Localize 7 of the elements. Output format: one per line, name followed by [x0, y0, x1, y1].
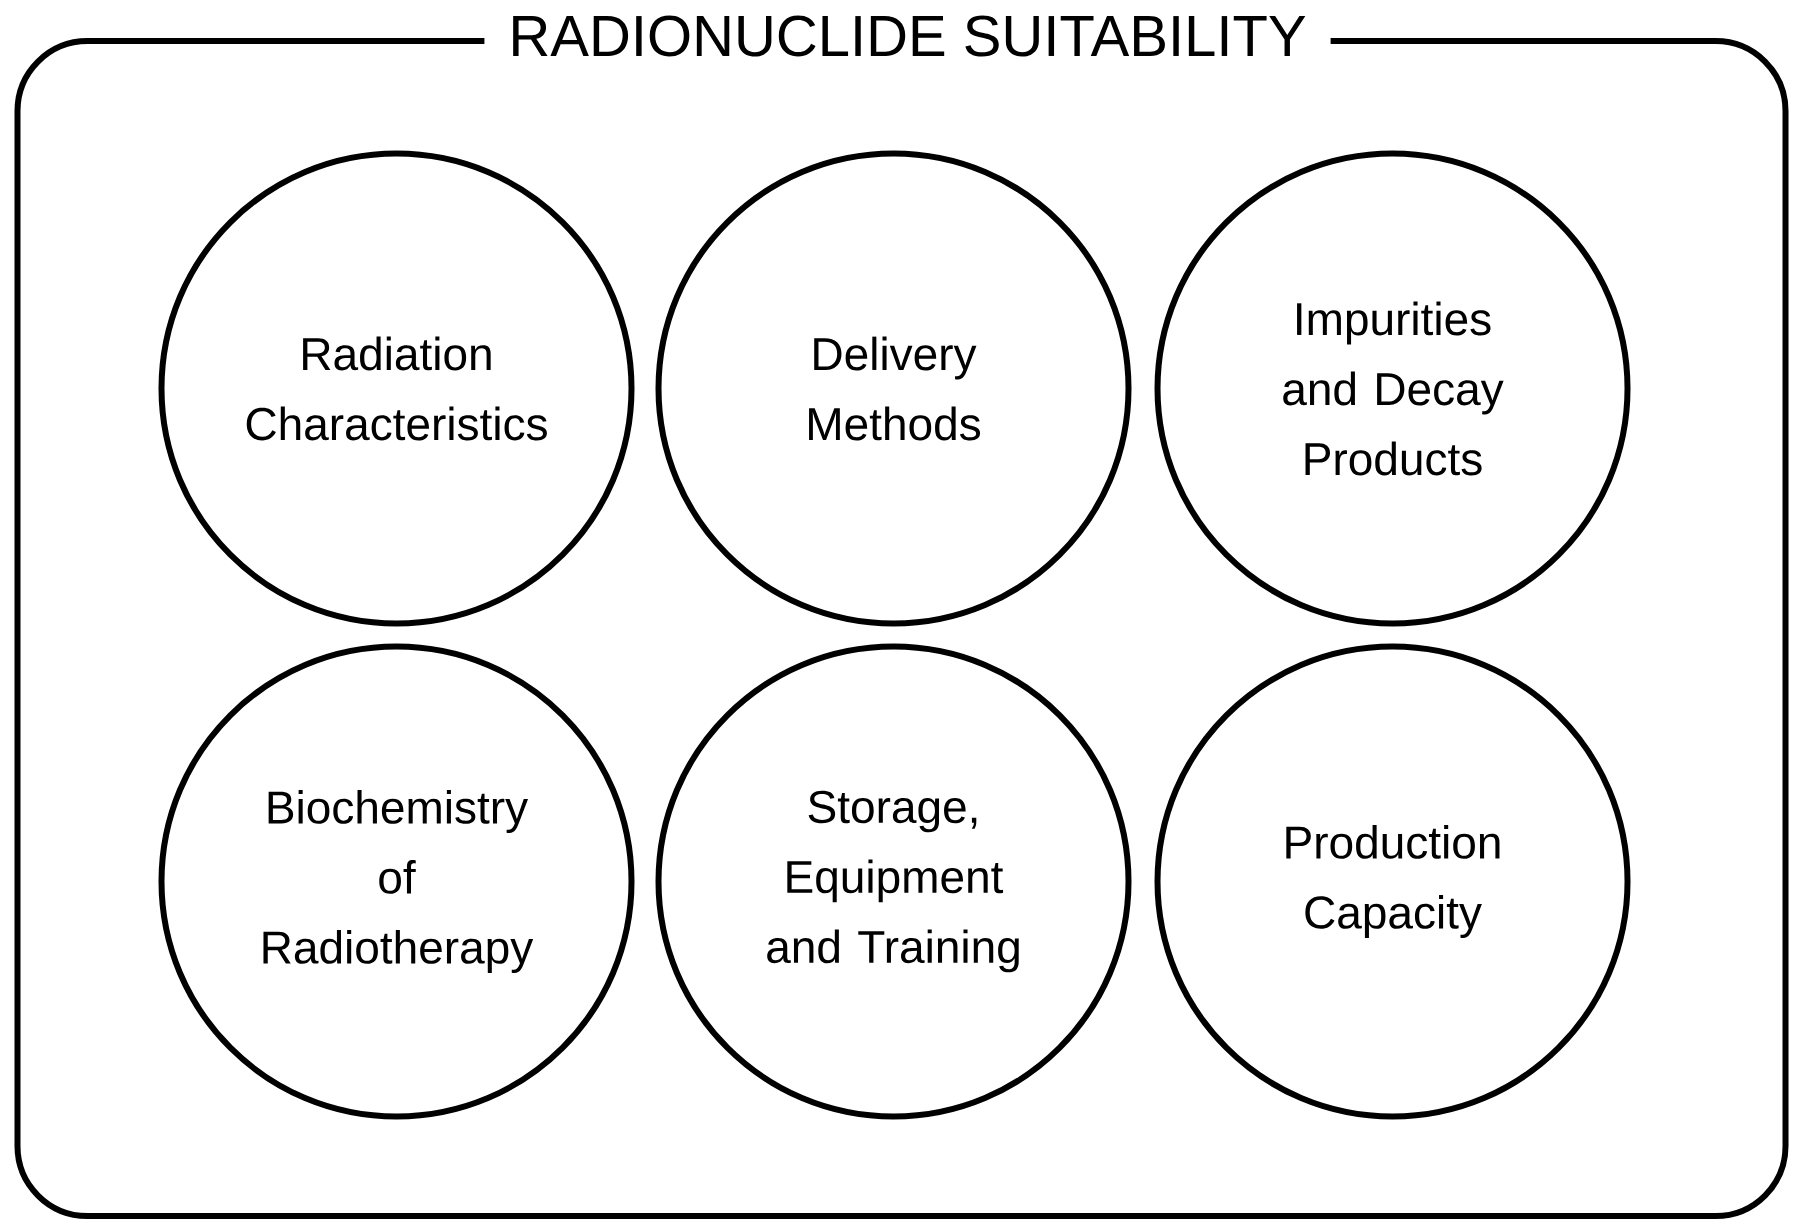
- circle-node: Production Capacity: [1154, 643, 1631, 1120]
- circle-node: Impurities and Decay Products: [1154, 150, 1631, 627]
- circle-node: Biochemistry of Radiotherapy: [158, 643, 635, 1120]
- circle-node: Radiation Characteristics: [158, 150, 635, 627]
- circle-node: Storage, Equipment and Training: [655, 643, 1132, 1120]
- circle-node: Delivery Methods: [655, 150, 1132, 627]
- frame-title: RADIONUCLIDE SUITABILITY: [484, 11, 1331, 61]
